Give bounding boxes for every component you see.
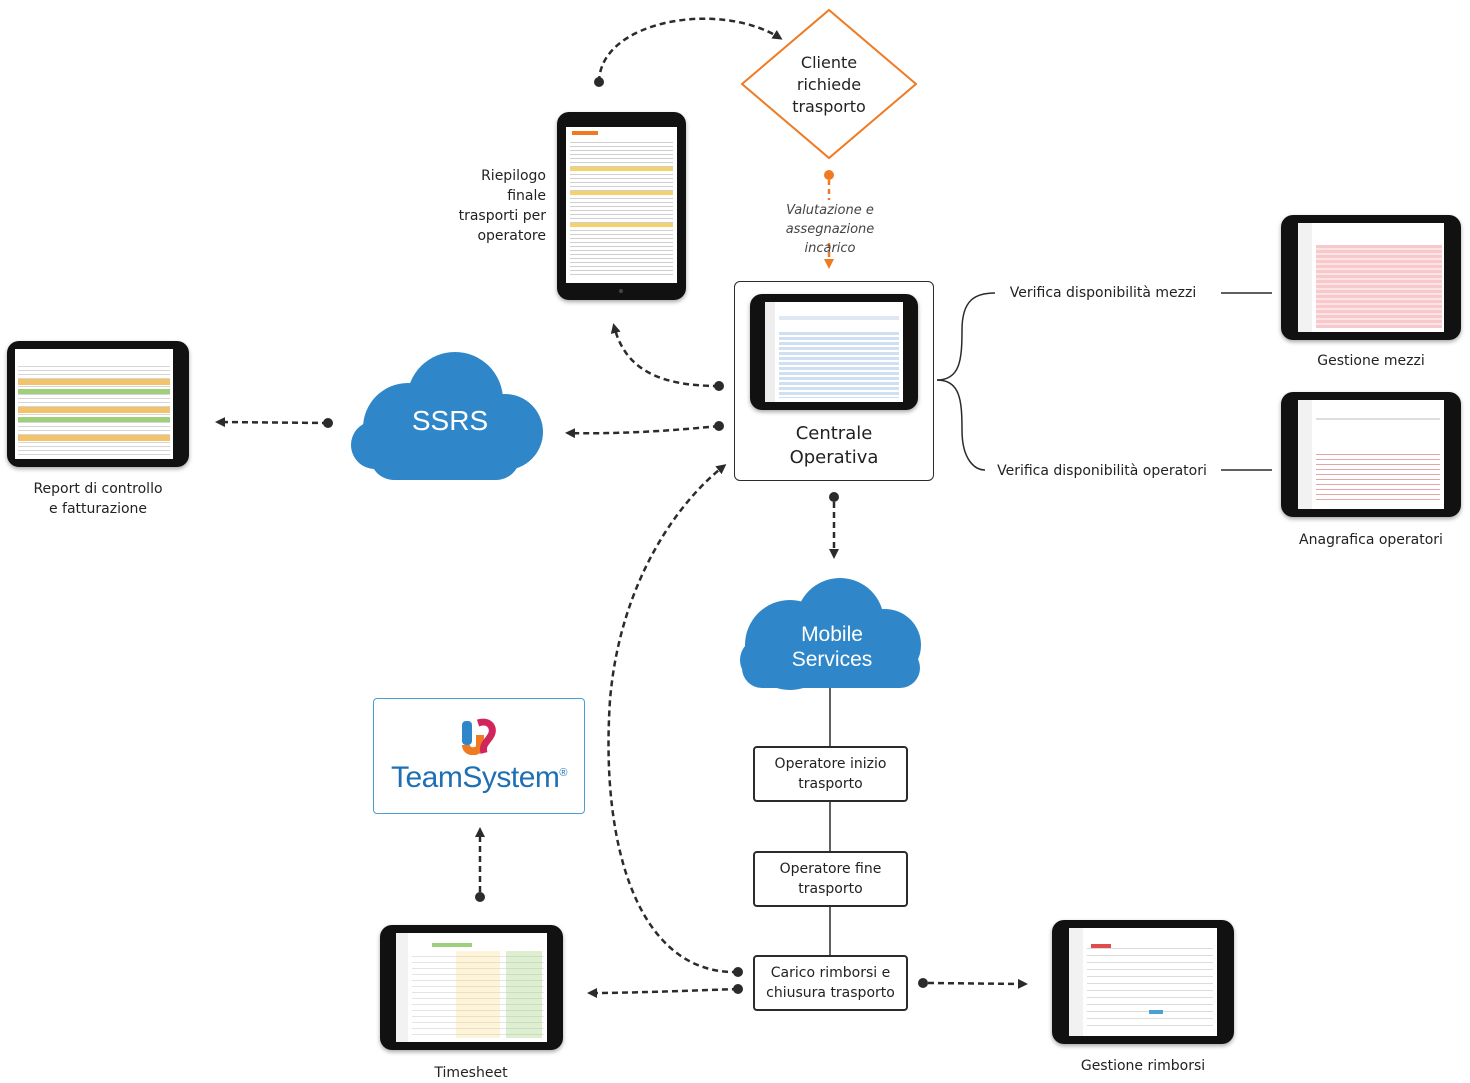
timesheet-tablet [380, 925, 563, 1050]
report-tablet [7, 341, 189, 467]
riepilogo-screen [566, 127, 677, 283]
cliente-diamond [740, 8, 918, 160]
ssrs-cloud [351, 352, 543, 480]
centrale-operativa-box: Centrale Operativa [734, 281, 934, 481]
bracket-verifica [936, 292, 996, 381]
arrow-carico-timesheet [587, 987, 739, 998]
teamsystem-logo-box: TeamSystem® [373, 698, 585, 814]
arrow-centrale-ssrs [565, 424, 720, 439]
timesheet-label: Timesheet [434, 1065, 508, 1081]
gestione-rimborsi-tablet [1052, 920, 1234, 1044]
ssrs-label: SSRS [411, 405, 489, 436]
gestione-mezzi-label: Gestione mezzi [1317, 353, 1425, 369]
cliente-label: Cliente richiede trasporto [792, 53, 866, 116]
teamsystem-logo-icon [462, 718, 496, 755]
teamsystem-wordmark: TeamSystem® [391, 761, 567, 794]
verifica-operatori-label: Verifica disponibilità operatori [997, 463, 1207, 479]
arrow-riepilogo-cliente [597, 17, 783, 83]
arrow-centrale-riepilogo [610, 323, 720, 388]
report-label: Report di controllo e fatturazione [33, 481, 163, 517]
mobile-services-label: Mobile Services [791, 623, 873, 671]
valutazione-label: Valutazione e assegnazione incarico [785, 203, 875, 256]
centrale-tablet [750, 294, 918, 410]
arrow-carico-centrale [607, 464, 739, 974]
gestione-rimborsi-label: Gestione rimborsi [1080, 1058, 1206, 1074]
anagrafica-operatori-tablet [1281, 392, 1461, 517]
gestione-mezzi-tablet [1281, 215, 1461, 340]
arrow-ssrs-report [215, 417, 329, 428]
riepilogo-label: Riepilogo finale trasporti per operatore [458, 168, 546, 244]
arrow-carico-rimborsi [927, 978, 1028, 989]
mobile-cloud [740, 578, 921, 690]
anagrafica-operatori-label: Anagrafica operatori [1299, 532, 1443, 548]
centrale-label: Centrale Operativa [789, 423, 879, 468]
riepilogo-tablet [557, 112, 686, 300]
verifica-mezzi-label: Verifica disponibilità mezzi [1009, 285, 1197, 301]
